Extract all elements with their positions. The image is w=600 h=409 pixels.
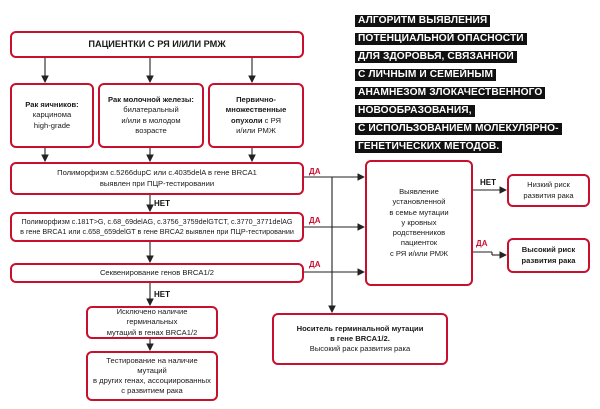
polymorphism-brca1-box: Полиморфизм с.5266dupC или с.4035delA в …: [10, 162, 304, 195]
low-risk-line: Низкий риск: [527, 180, 570, 190]
title-line: С ИСПОЛЬЗОВАНИЕМ МОЛЕКУЛЯРНО-: [355, 123, 562, 135]
yes-label: ДА: [309, 167, 321, 176]
no-label: НЕТ: [154, 199, 170, 208]
high-risk-line: Высокий риск: [521, 245, 576, 255]
multiple-last: и/или РМЖ: [236, 125, 276, 135]
family-line: Выявление: [399, 187, 439, 197]
family-line: в семье мутации: [389, 207, 449, 217]
title-line: ПОТЕНЦИАЛЬНОЙ ОПАСНОСТИ: [355, 33, 527, 45]
no-label: НЕТ: [480, 178, 496, 187]
high-risk-box: Высокий риск развития рака: [507, 238, 590, 273]
title-line: НОВООБРАЗОВАНИЯ,: [355, 105, 475, 117]
excluded-line: мутаций в генах BRCA1/2: [106, 327, 198, 337]
breast-cancer-box: Рак молочной железы: билатеральный и/или…: [98, 83, 204, 148]
multiple-tumors-box: Первично- множественные опухоли с РЯ и/и…: [208, 83, 304, 148]
yes-label: ДА: [309, 216, 321, 225]
ovarian-title: Рак яичников:: [25, 100, 79, 110]
carrier-title-line: в гене BRCA1/2.: [330, 333, 390, 343]
high-risk-line: развития рака: [521, 255, 576, 265]
yes-label: ДА: [476, 239, 488, 248]
family-line: у кровных: [401, 217, 437, 227]
carrier-title-line: Носитель герминальной мутации: [296, 323, 424, 333]
excluded-mutations-box: Исключено наличие герминальных мутаций в…: [86, 306, 218, 339]
testing-line: в других генах, ассоциированных: [93, 376, 211, 385]
title-line: ДЛЯ ЗДОРОВЬЯ, СВЯЗАННОЙ: [355, 51, 517, 63]
poly2-line: в гене BRCA1 или с.658_659delGT в гене B…: [20, 227, 294, 236]
infographic-title: АЛГОРИТМ ВЫЯВЛЕНИЯ ПОТЕНЦИАЛЬНОЙ ОПАСНОС…: [355, 10, 595, 154]
low-risk-box: Низкий риск развития рака: [507, 174, 590, 207]
other-genes-testing-box: Тестирование на наличие мутаций в других…: [86, 351, 218, 401]
title-line: С ЛИЧНЫМ И СЕМЕЙНЫМ: [355, 69, 497, 81]
excluded-line: Исключено наличие герминальных: [116, 307, 188, 327]
testing-line: Тестирование на наличие мутаций: [106, 355, 198, 375]
yes-label: ДА: [309, 260, 321, 269]
title-line: АЛГОРИТМ ВЫЯВЛЕНИЯ: [355, 15, 491, 27]
family-line: родственников: [392, 228, 446, 238]
ovarian-line: high-grade: [33, 120, 71, 130]
patients-box: ПАЦИЕНТКИ С РЯ И/ИЛИ РМЖ: [10, 31, 304, 58]
breast-title: Рак молочной железы:: [108, 95, 194, 104]
poly1-line: Полиморфизм с.5266dupC или с.4035delA в …: [57, 168, 257, 178]
poly1-line: выявлен при ПЦР-тестировании: [99, 178, 215, 188]
polymorphism-brca1-brca2-box: Полиморфизм с.181T>G, с.68_69delAG, c.37…: [10, 212, 304, 242]
testing-line: с развитием рака: [121, 386, 183, 396]
family-line: пациенток: [400, 238, 438, 248]
multiple-rest: с РЯ: [264, 115, 281, 125]
breast-line: и/или в молодом: [121, 115, 181, 125]
poly2-line: Полиморфизм с.181T>G, с.68_69delAG, c.37…: [21, 217, 293, 227]
carrier-rest: Высокий раск развития рака: [309, 344, 411, 354]
sequencing-box: Секвенирование генов BRCA1/2: [10, 263, 304, 283]
family-line: с РЯ и/или РМЖ: [389, 248, 449, 258]
multiple-title-line: опухоли: [231, 115, 263, 125]
ovarian-cancer-box: Рак яичников: карцинома high-grade: [10, 83, 94, 148]
family-line: установленной: [392, 197, 446, 207]
no-label: НЕТ: [154, 290, 170, 299]
ovarian-line: карцинома: [32, 110, 72, 120]
title-line: АНАМНЕЗОМ ЗЛОКАЧЕСТВЕННОГО: [355, 87, 546, 99]
breast-line: возрасте: [135, 125, 167, 135]
multiple-title-line: Первично-: [236, 95, 276, 104]
patients-label: ПАЦИЕНТКИ С РЯ И/ИЛИ РМЖ: [88, 39, 226, 50]
multiple-title-line: множественные: [225, 105, 287, 115]
breast-line: билатеральный: [123, 105, 179, 115]
family-mutation-box: Выявление установленной в семье мутации …: [365, 160, 473, 286]
title-line: ГЕНЕТИЧЕСКИХ МЕТОДОВ.: [355, 141, 503, 153]
low-risk-line: развития рака: [523, 190, 574, 200]
sequencing-label: Секвенирование генов BRCA1/2: [99, 267, 215, 277]
mutation-carrier-box: Носитель герминальной мутации в гене BRC…: [272, 313, 448, 365]
